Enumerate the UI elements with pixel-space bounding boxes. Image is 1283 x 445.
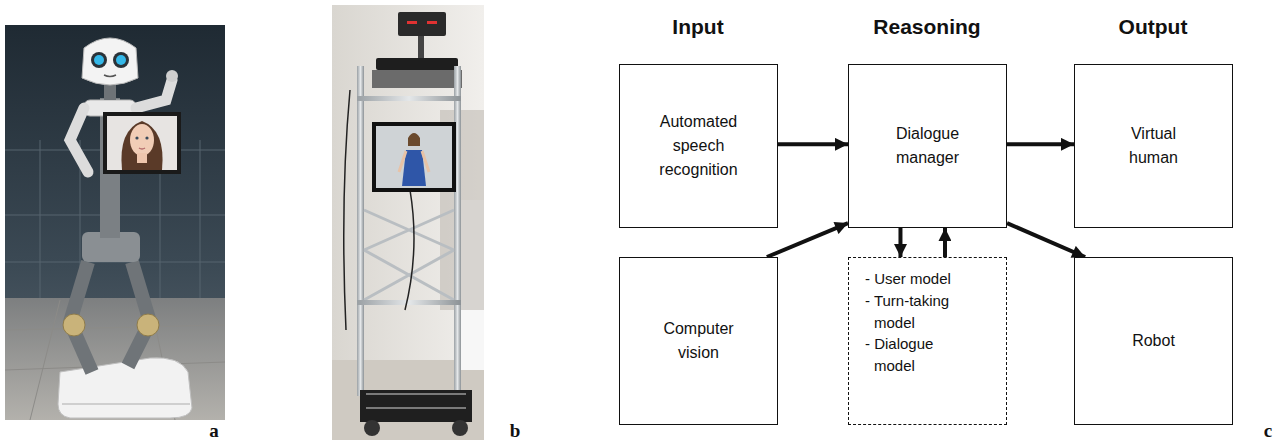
monitor bbox=[372, 122, 456, 192]
model-list-item: - Turn-taking model bbox=[865, 290, 976, 334]
robot-screen-face bbox=[145, 136, 148, 139]
box-label: Automated speech recognition bbox=[652, 110, 745, 182]
caster-wheel bbox=[452, 420, 468, 436]
frame-crossbar bbox=[357, 300, 461, 305]
robot-arms bbox=[70, 108, 88, 172]
floor bbox=[332, 360, 484, 440]
box-label: Virtual human bbox=[1107, 122, 1200, 170]
pavement-joints bbox=[5, 300, 225, 420]
process-box: Automated speech recognition bbox=[619, 64, 778, 228]
virtual-human-figure bbox=[409, 134, 419, 146]
robot-screen-face bbox=[121, 121, 162, 170]
robot-render-a bbox=[5, 25, 225, 420]
pavement-joints bbox=[30, 300, 60, 420]
robot-arms bbox=[166, 70, 178, 82]
model-list-item: - Dialogue model bbox=[865, 333, 976, 377]
sensor-head bbox=[398, 12, 446, 36]
base-rails bbox=[366, 394, 466, 408]
robot-head bbox=[94, 55, 104, 65]
cable bbox=[344, 90, 350, 330]
robot-screen-face bbox=[135, 136, 138, 139]
robot-head bbox=[82, 38, 138, 100]
robot-legs bbox=[63, 232, 159, 372]
monitor-screen bbox=[376, 126, 452, 188]
led-eye bbox=[407, 21, 417, 24]
frame-bar bbox=[454, 66, 461, 396]
robot-head bbox=[82, 38, 138, 85]
robot-head bbox=[104, 75, 116, 77]
arrow-connector bbox=[943, 228, 947, 257]
robot-screen-face bbox=[139, 148, 145, 149]
virtual-human-figure bbox=[408, 133, 420, 146]
box-label: Computer vision bbox=[652, 317, 745, 365]
box-label: Robot bbox=[1132, 329, 1175, 353]
process-box: Dialogue manager bbox=[848, 64, 1007, 228]
robot-screen-face bbox=[107, 116, 177, 170]
virtual-human-figure bbox=[399, 133, 429, 186]
robot-base bbox=[58, 358, 192, 418]
model-list-item: - User model bbox=[865, 268, 976, 290]
robot-head bbox=[116, 55, 126, 65]
frame-braces bbox=[364, 210, 454, 300]
robot-knee bbox=[63, 314, 85, 336]
column-heading: Input bbox=[672, 15, 723, 39]
arrow-connector bbox=[778, 142, 848, 146]
building-windows bbox=[200, 140, 201, 300]
robot-knee bbox=[137, 314, 159, 336]
led-eye bbox=[427, 21, 437, 24]
box-label: Dialogue manager bbox=[881, 122, 974, 170]
arrow-connector bbox=[767, 223, 848, 257]
process-box: Virtual human bbox=[1074, 64, 1233, 228]
panel-letter: c bbox=[1264, 420, 1272, 442]
building-windows bbox=[40, 140, 41, 300]
mobile-base bbox=[360, 390, 472, 422]
robot-head bbox=[91, 52, 107, 68]
robot-photo-b bbox=[332, 5, 484, 440]
robot-screen-face bbox=[130, 124, 154, 156]
caster-wheel bbox=[364, 420, 380, 436]
robot-screen-face bbox=[103, 112, 181, 174]
robot-arms bbox=[136, 80, 172, 108]
robot-head bbox=[113, 52, 129, 68]
robot-screen-face bbox=[103, 112, 181, 174]
robot-screen-face bbox=[137, 153, 147, 163]
process-box: Computer vision bbox=[619, 257, 778, 425]
cable bbox=[405, 190, 414, 310]
arrow-connector bbox=[898, 228, 902, 257]
camera-mount bbox=[372, 70, 462, 88]
depth-camera bbox=[376, 58, 458, 70]
robot-arms bbox=[70, 70, 178, 172]
robot-base-edge bbox=[62, 403, 190, 405]
pavement bbox=[5, 298, 225, 420]
column-heading: Reasoning bbox=[873, 15, 980, 39]
frame-crossbar bbox=[357, 96, 461, 101]
process-box: Robot bbox=[1074, 257, 1233, 425]
model-list-box: - User model- Turn-taking model- Dialogu… bbox=[848, 257, 1007, 425]
column-heading: Output bbox=[1119, 15, 1188, 39]
pavement-joints bbox=[5, 325, 225, 330]
room-background bbox=[332, 5, 484, 440]
panel-letter: a bbox=[209, 420, 219, 442]
frame-bar bbox=[357, 66, 364, 396]
arrow-connector bbox=[1007, 142, 1074, 146]
arrow-connector bbox=[1007, 223, 1085, 257]
virtual-human-figure bbox=[399, 151, 429, 172]
panel-letter: b bbox=[510, 420, 521, 442]
building-background bbox=[5, 25, 225, 420]
